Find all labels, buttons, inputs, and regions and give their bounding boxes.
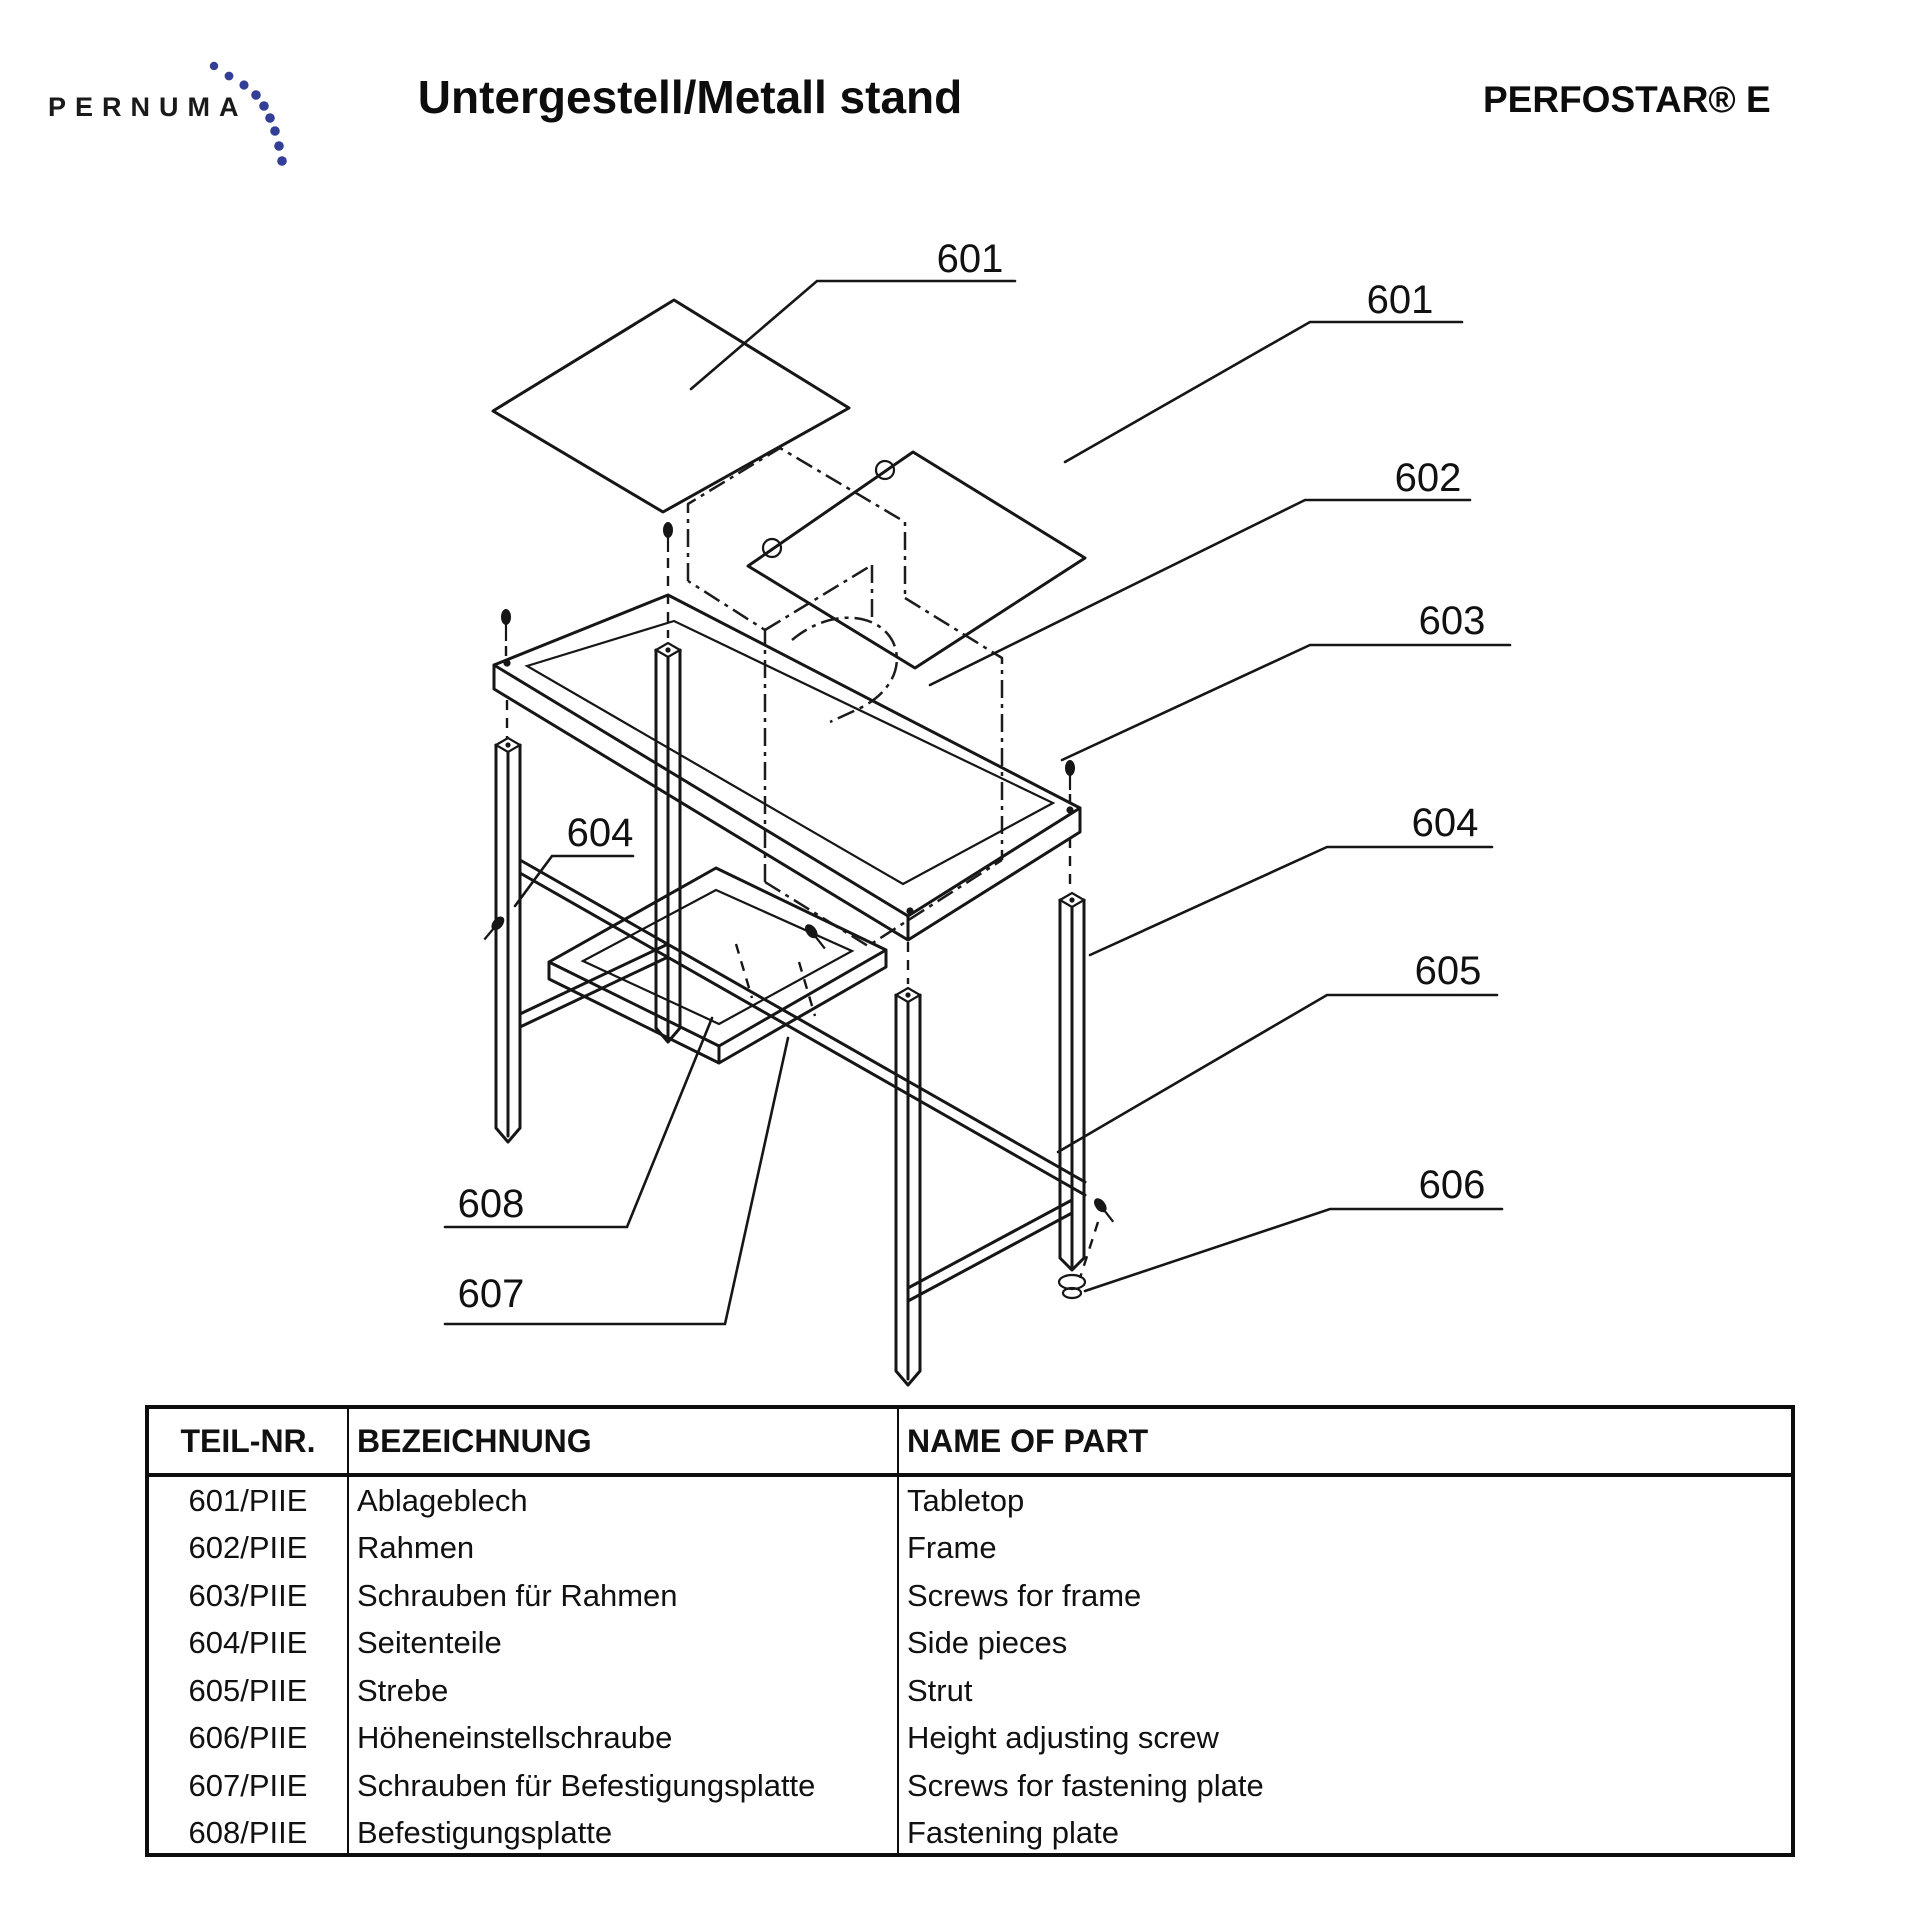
callout-label-603: 603 bbox=[1419, 599, 1486, 643]
callout-608: 608 bbox=[443, 1016, 714, 1229]
part-name-en-cell: Fastening plate bbox=[907, 1815, 1119, 1851]
parts-table: TEIL-NR. BEZEICHNUNG NAME OF PART 601/PI… bbox=[145, 1405, 1795, 1857]
part-name-en-cell: Frame bbox=[907, 1530, 997, 1566]
table-row: 601/PIIE Ablageblech Tabletop bbox=[149, 1477, 1791, 1525]
callout-label-601a: 601 bbox=[937, 237, 1004, 281]
page-title: Untergestell/Metall stand bbox=[417, 71, 963, 123]
col-header-bezeichnung: BEZEICHNUNG bbox=[349, 1409, 899, 1473]
parts-table-header-row: TEIL-NR. BEZEICHNUNG NAME OF PART bbox=[149, 1409, 1791, 1477]
part-number-cell: 603/PIIE bbox=[149, 1572, 349, 1620]
part-name-de-cell: Befestigungsplatte bbox=[349, 1809, 899, 1857]
product-name: PERFOSTAR® E bbox=[1483, 79, 1771, 120]
callout-604-right: 604 bbox=[1088, 801, 1494, 957]
part-name-de-cell: Strebe bbox=[349, 1667, 899, 1715]
callout-603: 603 bbox=[1060, 599, 1512, 762]
part-name-de-cell: Seitenteile bbox=[349, 1619, 899, 1667]
struts bbox=[518, 858, 1087, 1303]
callout-label-602: 602 bbox=[1395, 456, 1462, 500]
part-number-cell: 605/PIIE bbox=[149, 1667, 349, 1715]
fastening-plate bbox=[547, 866, 888, 1065]
col-header-part-number: TEIL-NR. bbox=[149, 1409, 349, 1473]
table-row: 607/PIIE Schrauben für Befestigungsplatt… bbox=[149, 1762, 1791, 1810]
part-name-en-cell: Screws for frame bbox=[907, 1577, 1142, 1613]
callout-label-606: 606 bbox=[1419, 1163, 1486, 1207]
callout-label-604l: 604 bbox=[567, 811, 634, 855]
part-name-de-cell: Höheneinstellschraube bbox=[349, 1714, 899, 1762]
leg-front bbox=[893, 986, 923, 1387]
part-name-de-cell: Schrauben für Befestigungsplatte bbox=[349, 1762, 899, 1810]
leg-back-right bbox=[653, 641, 683, 1044]
part-number-cell: 601/PIIE bbox=[149, 1477, 349, 1525]
part-name-en-cell: Screws for fastening plate bbox=[907, 1767, 1264, 1803]
part-name-en-cell: Strut bbox=[907, 1672, 973, 1708]
part-name-en-cell: Side pieces bbox=[907, 1625, 1068, 1661]
callout-604-left: 604 bbox=[513, 811, 635, 908]
part-name-en-cell: Height adjusting screw bbox=[907, 1720, 1219, 1756]
table-row: 606/PIIE Höheneinstellschraube Height ad… bbox=[149, 1714, 1791, 1762]
callout-label-604r: 604 bbox=[1412, 801, 1479, 845]
part-number-cell: 604/PIIE bbox=[149, 1619, 349, 1667]
callout-label-607: 607 bbox=[458, 1272, 525, 1316]
leg-right bbox=[1057, 891, 1087, 1272]
callout-label-608: 608 bbox=[458, 1182, 525, 1226]
callout-label-601b: 601 bbox=[1367, 278, 1434, 322]
part-number-cell: 602/PIIE bbox=[149, 1524, 349, 1572]
callout-606: 606 bbox=[1083, 1163, 1504, 1293]
leg-back-left bbox=[493, 736, 523, 1144]
fastening-plate-screws bbox=[483, 916, 1115, 1279]
table-row: 604/PIIE Seitenteile Side pieces bbox=[149, 1619, 1791, 1667]
part-number-cell: 606/PIIE bbox=[149, 1714, 349, 1762]
part-name-en-cell: Tabletop bbox=[907, 1482, 1025, 1518]
tabletop-plate-2 bbox=[746, 450, 1087, 670]
table-row: 605/PIIE Strebe Strut bbox=[149, 1667, 1791, 1715]
callout-label-605: 605 bbox=[1415, 949, 1482, 993]
part-number-cell: 608/PIIE bbox=[149, 1809, 349, 1857]
table-row: 603/PIIE Schrauben für Rahmen Screws for… bbox=[149, 1572, 1791, 1620]
col-header-name-of-part: NAME OF PART bbox=[907, 1422, 1149, 1459]
part-name-de-cell: Ablageblech bbox=[349, 1477, 899, 1525]
table-row: 608/PIIE Befestigungsplatte Fastening pl… bbox=[149, 1809, 1791, 1857]
callout-601-plate1: 601 bbox=[689, 237, 1017, 391]
tabletop-plate-1 bbox=[491, 298, 851, 514]
table-row: 602/PIIE Rahmen Frame bbox=[149, 1524, 1791, 1572]
part-name-de-cell: Rahmen bbox=[349, 1524, 899, 1572]
part-number-cell: 607/PIIE bbox=[149, 1762, 349, 1810]
machine-phantom-outline bbox=[686, 446, 1004, 948]
frame bbox=[492, 593, 1082, 942]
callout-601-plate2: 601 bbox=[1063, 278, 1464, 464]
frame-screws bbox=[501, 522, 1075, 984]
height-adjusting-foot bbox=[1057, 1273, 1087, 1300]
part-name-de-cell: Schrauben für Rahmen bbox=[349, 1572, 899, 1620]
callout-602: 602 bbox=[928, 456, 1472, 687]
logo-dots-icon bbox=[209, 61, 287, 166]
callout-605: 605 bbox=[1056, 949, 1499, 1154]
callout-607: 607 bbox=[443, 1036, 790, 1326]
logo-wordmark: PERNUMA bbox=[48, 92, 248, 122]
